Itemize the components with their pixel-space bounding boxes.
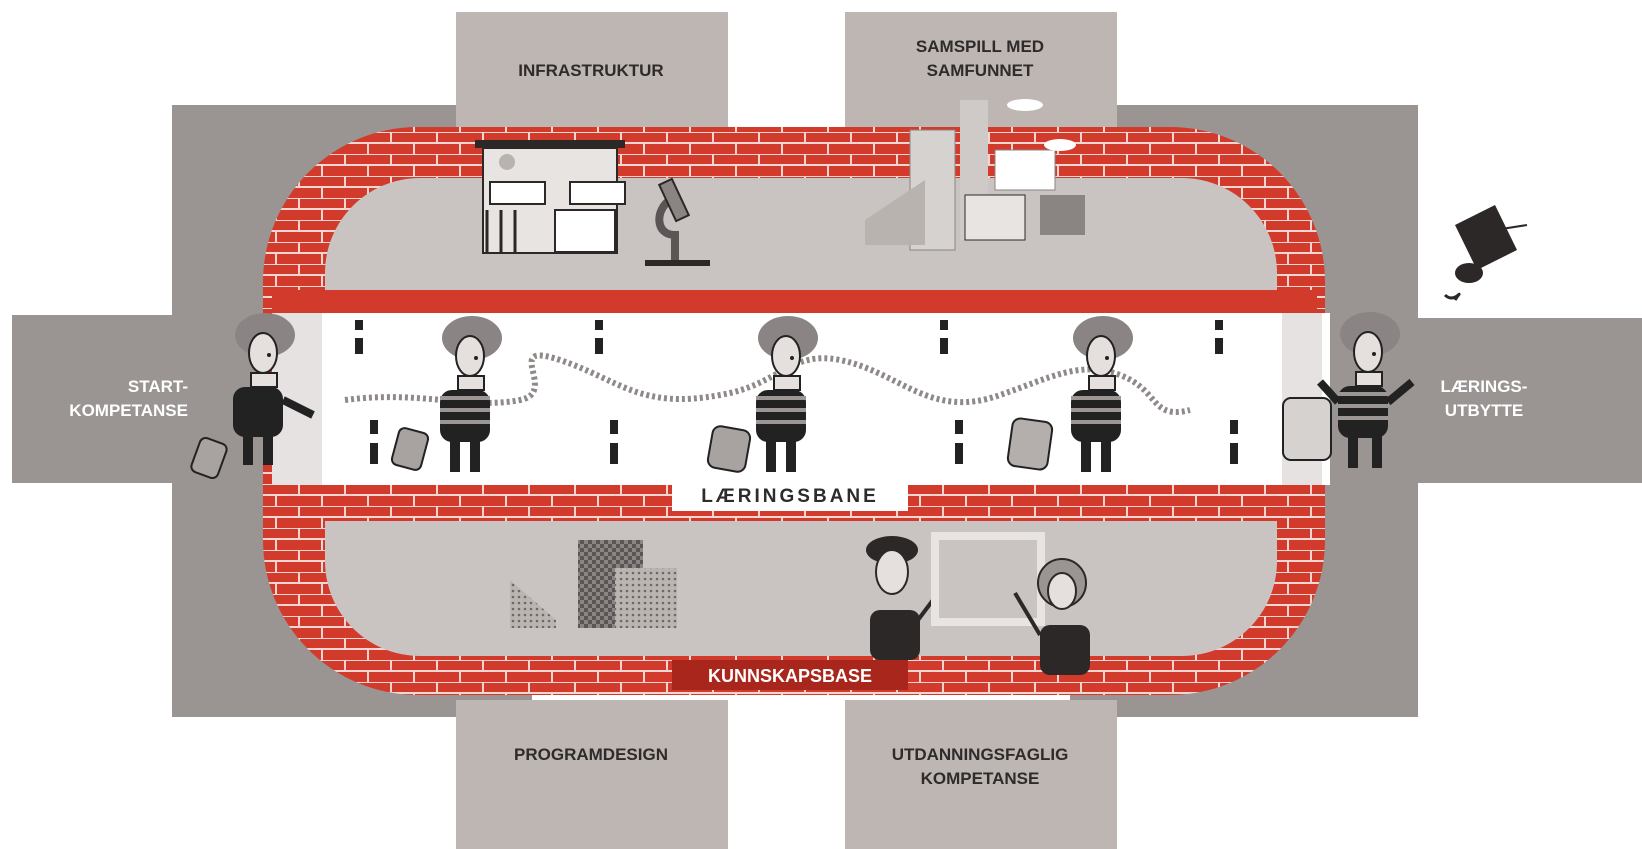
- traveler-icon: [233, 313, 315, 465]
- traveler-icon: [440, 316, 502, 472]
- suitcase-icon: [190, 436, 228, 480]
- label-laerings-line2: UTBYTTE: [1445, 401, 1523, 420]
- teacher-icon: [1013, 558, 1090, 675]
- marker-post-icon: [355, 320, 363, 354]
- traveler-icon: [1317, 312, 1415, 468]
- label-infrastruktur: INFRASTRUKTUR: [518, 61, 663, 80]
- travelers: [190, 312, 1415, 480]
- marker-post-icon: [955, 420, 963, 464]
- label-start-line1: START-: [128, 377, 188, 396]
- kunnskapsbase-plate: [672, 660, 908, 690]
- traveler-icon: [1071, 316, 1133, 472]
- suitcase-icon: [390, 427, 430, 471]
- marker-post-icon: [610, 420, 618, 464]
- marker-post-icon: [595, 320, 603, 354]
- block-bottom-right: [845, 700, 1117, 849]
- label-utdanning-line1: UTDANNINGSFAGLIG: [892, 745, 1069, 764]
- suitcase-icon: [1282, 397, 1332, 461]
- blocks-icon: [510, 540, 677, 628]
- marker-post-icon: [1230, 420, 1238, 464]
- city-icon: [865, 99, 1085, 251]
- label-kunnskapsbase: KUNNSKAPSBASE: [708, 666, 872, 686]
- traveler-icon: [756, 316, 818, 472]
- label-laerings-line1: LÆRINGS-: [1441, 377, 1528, 396]
- label-start-line2: KOMPETANSE: [69, 401, 188, 420]
- marker-post-icon: [1215, 320, 1223, 354]
- microscope-icon: [645, 177, 710, 266]
- block-bottom-left: [456, 700, 728, 849]
- laeringsbane-plate: [672, 479, 908, 511]
- suitcase-icon: [1006, 417, 1054, 471]
- lane-markers: [355, 320, 1238, 464]
- label-samspill-line1: SAMSPILL MED: [916, 37, 1044, 56]
- graduation-cap-icon: [1443, 205, 1528, 301]
- marker-post-icon: [370, 420, 378, 464]
- label-samspill-line2: SAMFUNNET: [927, 61, 1034, 80]
- lane-red-top: [272, 290, 1317, 313]
- labels: INFRASTRUKTUR SAMSPILL MED SAMFUNNET STA…: [69, 37, 1527, 788]
- label-laeringsbane: LÆRINGSBANE: [701, 486, 879, 507]
- label-utdanning-line2: KOMPETANSE: [921, 769, 1040, 788]
- marker-post-icon: [940, 320, 948, 354]
- suitcase-icon: [706, 425, 752, 473]
- winding-path: [344, 352, 1191, 415]
- building-icon: [475, 140, 626, 254]
- label-programdesign: PROGRAMDESIGN: [514, 745, 668, 764]
